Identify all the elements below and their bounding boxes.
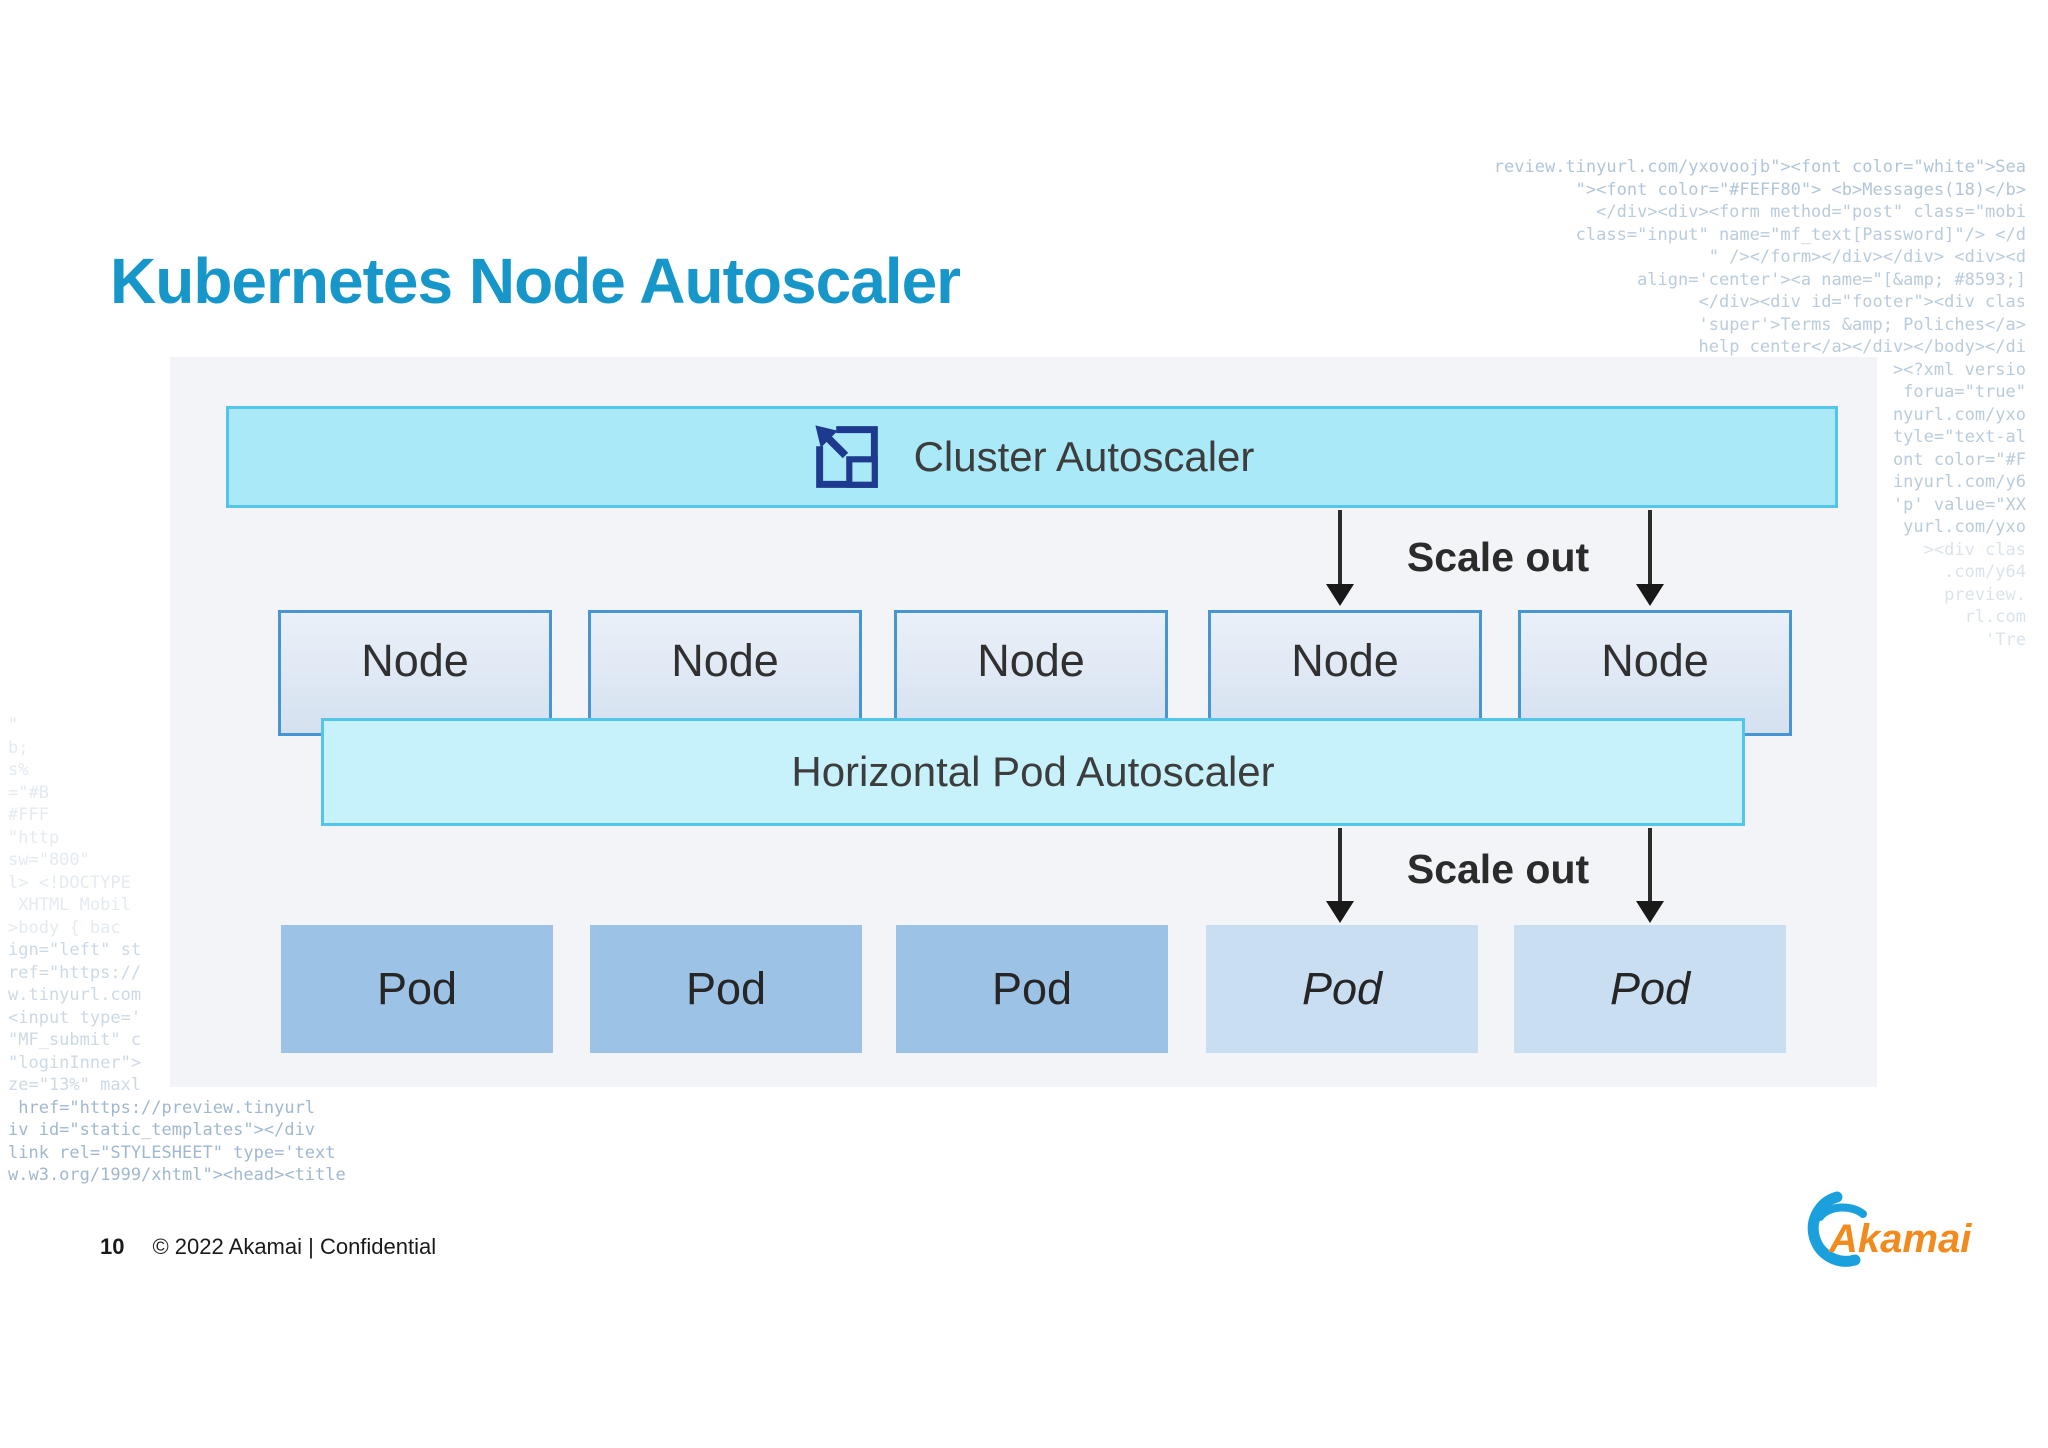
horizontal-pod-autoscaler-box: Horizontal Pod Autoscaler: [321, 718, 1745, 826]
node-box: Node: [588, 610, 862, 736]
page-number: 10: [100, 1234, 125, 1259]
akamai-wave-icon: [1807, 1191, 1867, 1267]
scale-out-arrow: [1326, 510, 1354, 606]
cluster-autoscaler-label: Cluster Autoscaler: [913, 433, 1255, 480]
pod-box: Pod: [590, 925, 862, 1053]
node-label: Node: [1601, 635, 1709, 686]
copyright-text: © 2022 Akamai | Confidential: [152, 1234, 437, 1259]
pod-box: Pod: [281, 925, 553, 1053]
arrow-down-icon: [1636, 584, 1664, 606]
arrow-down-icon: [1326, 584, 1354, 606]
scale-expand-icon: [814, 425, 878, 488]
arrow-down-icon: [1636, 901, 1664, 923]
page-title: Kubernetes Node Autoscaler: [110, 245, 961, 317]
scale-out-arrow: [1636, 828, 1664, 923]
pod-box: Pod: [896, 925, 1168, 1053]
akamai-logo: Akamai: [1793, 1190, 1983, 1277]
cluster-autoscaler-box: Cluster Autoscaler: [226, 406, 1838, 508]
akamai-wordmark: Akamai: [1828, 1217, 1972, 1261]
slide-footer: 10 © 2022 Akamai | Confidential: [100, 1234, 436, 1260]
node-box: Node: [278, 610, 552, 736]
node-label: Node: [361, 635, 469, 686]
node-label: Node: [671, 635, 779, 686]
scale-out-arrow: [1326, 828, 1354, 923]
pod-box: Pod: [1206, 925, 1478, 1053]
pod-label: Pod: [1301, 963, 1383, 1014]
node-label: Node: [977, 635, 1085, 686]
scale-out-arrow: [1636, 510, 1664, 606]
pod-label: Pod: [376, 963, 458, 1014]
pod-label: Pod: [1609, 963, 1691, 1014]
node-label: Node: [1291, 635, 1399, 686]
pod-box: Pod: [1514, 925, 1786, 1053]
node-box: Node: [1208, 610, 1482, 736]
scale-out-label-bottom: Scale out: [1406, 846, 1590, 892]
pod-label: Pod: [685, 963, 767, 1014]
scale-out-label-top: Scale out: [1406, 534, 1590, 580]
node-box: Node: [1518, 610, 1792, 736]
hpa-label: Horizontal Pod Autoscaler: [791, 748, 1275, 795]
arrow-down-icon: [1326, 901, 1354, 923]
pod-label: Pod: [991, 963, 1073, 1014]
